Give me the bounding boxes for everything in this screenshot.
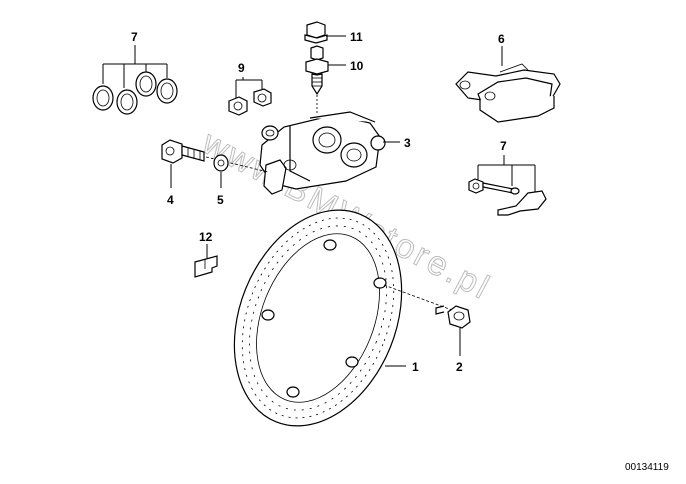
callout-1-label: 1 bbox=[412, 360, 419, 374]
pad-retaining-kit-part bbox=[468, 178, 547, 216]
callout-8-label: 7 bbox=[131, 30, 138, 44]
callout-3-label: 3 bbox=[404, 136, 411, 150]
washer-part bbox=[213, 154, 229, 172]
bushings-part bbox=[228, 88, 272, 116]
brake-disc-part bbox=[233, 209, 403, 427]
callout-9-label: 9 bbox=[238, 61, 245, 75]
seal-rings-part bbox=[92, 71, 178, 115]
reference-number: 00134119 bbox=[625, 462, 669, 473]
caliper-bolt-part bbox=[161, 139, 205, 164]
callout-7-label: 7 bbox=[500, 139, 507, 153]
disc-axis-line bbox=[383, 284, 453, 311]
callout-9-leader bbox=[235, 77, 263, 98]
bleeder-screw-part bbox=[305, 45, 329, 96]
callout-7-leader bbox=[477, 155, 536, 192]
callout-4-label: 4 bbox=[167, 193, 174, 207]
clip-part bbox=[194, 255, 218, 278]
brake-caliper-part bbox=[259, 111, 386, 195]
callout-10-label: 10 bbox=[350, 59, 364, 73]
callout-6-label: 6 bbox=[498, 32, 505, 46]
brake-pads-part bbox=[455, 63, 561, 123]
disc-screw-part bbox=[435, 305, 471, 329]
callout-11-label: 11 bbox=[350, 30, 363, 44]
callout-5-label: 5 bbox=[217, 193, 224, 207]
callout-2-label: 2 bbox=[456, 360, 463, 374]
callout-8-leader bbox=[102, 45, 168, 88]
callout-12-label: 12 bbox=[199, 230, 213, 244]
bleeder-cap-part bbox=[304, 21, 328, 44]
